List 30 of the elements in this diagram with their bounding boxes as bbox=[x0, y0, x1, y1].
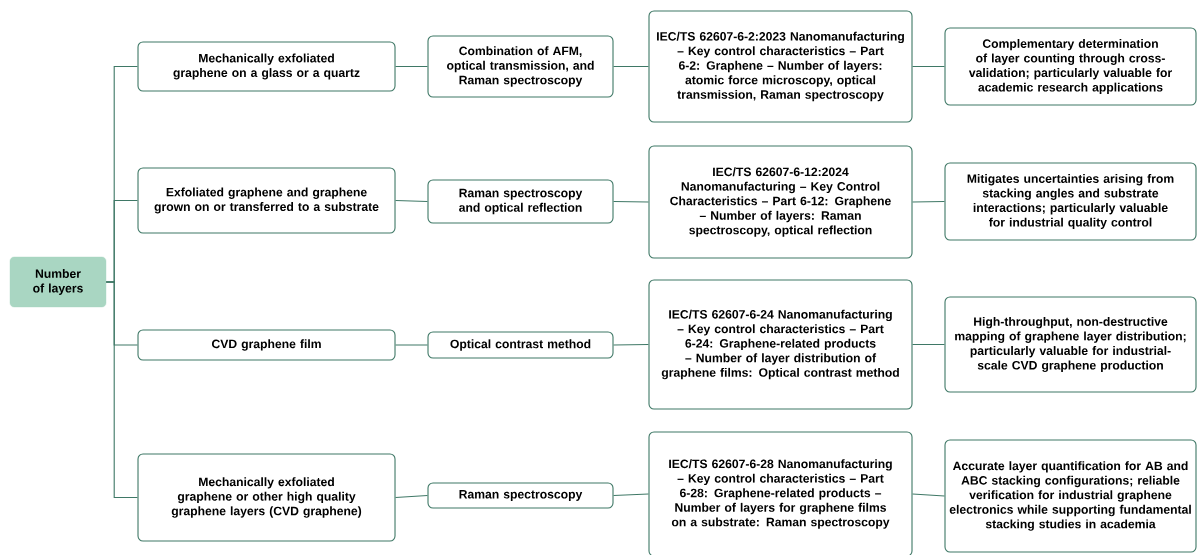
sample-box: Mechanically exfoliated graphene or other high quality graphene layers (CVD graphene) bbox=[137, 453, 396, 542]
standard-box: IEC/TS 62607-6-28 Nanomanufacturing – Key control characteristics – Part 6-28: Graphene-related products – Number of layers for graphene films on a substrate: Raman spectroscopy bbox=[648, 431, 913, 555]
sample-box: Exfoliated graphene and graphene grown on or transferred to a substrate bbox=[137, 167, 396, 234]
connector-line bbox=[105, 281, 138, 499]
note-box: Complementary determination of layer counting through cross-validation; particularly valuable for academic research applications bbox=[944, 27, 1197, 106]
connector-line bbox=[912, 343, 945, 346]
connector-line bbox=[613, 493, 649, 497]
connector-line bbox=[912, 493, 945, 497]
connector-line bbox=[613, 65, 649, 68]
connector-line bbox=[613, 200, 649, 203]
note-box: Mitigates uncertainties arising from stacking angles and substrate interactions; particularly valuable for industrial quality control bbox=[944, 162, 1197, 241]
method-box: Raman spectroscopy bbox=[427, 482, 614, 509]
method-box: Raman spectroscopy and optical reflection bbox=[427, 179, 614, 224]
topic-box: Number of layers bbox=[9, 256, 107, 308]
method-box: Optical contrast method bbox=[427, 331, 614, 359]
connector-line bbox=[395, 344, 428, 346]
note-box: Accurate layer quantification for AB and ABC stacking configurations; reliable verification for industrial graphene electronics while supporting fundamental stacking studies in academia bbox=[944, 439, 1197, 553]
standard-box: IEC/TS 62607-6-12:2024 Nanomanufacturing – Key Control Characteristics – Part 6-12: Graphene – Number of layers: Raman spectroscopy, optical reflection bbox=[648, 145, 913, 259]
connector-line bbox=[912, 65, 945, 68]
standard-box: IEC/TS 62607-6-24 Nanomanufacturing – Key control characteristics – Part 6-24: Graphene-related products – Number of layer distribution of graphene films: Optical contrast method bbox=[648, 279, 913, 410]
method-box: Combination of AFM, optical transmission, and Raman spectroscopy bbox=[427, 35, 614, 98]
note-box: High-throughput, non-destructive mapping of graphene layer distribution; particularly valuable for industrial-scale CVD graphene production bbox=[944, 296, 1197, 393]
sample-box: Mechanically exfoliated graphene on a glass or a quartz bbox=[137, 41, 396, 92]
connector-line bbox=[395, 65, 428, 68]
connector-line bbox=[912, 200, 945, 203]
connector-line bbox=[613, 343, 649, 346]
connector-line bbox=[395, 494, 428, 499]
sample-box: CVD graphene film bbox=[137, 329, 396, 361]
standard-box: IEC/TS 62607-6-2:2023 Nanomanufacturing – Key control characteristics – Part 6-2: Graphene – Number of layers: atomic force microscopy, optical transmission, Raman spectroscopy bbox=[648, 10, 913, 123]
connector-line bbox=[395, 199, 428, 203]
